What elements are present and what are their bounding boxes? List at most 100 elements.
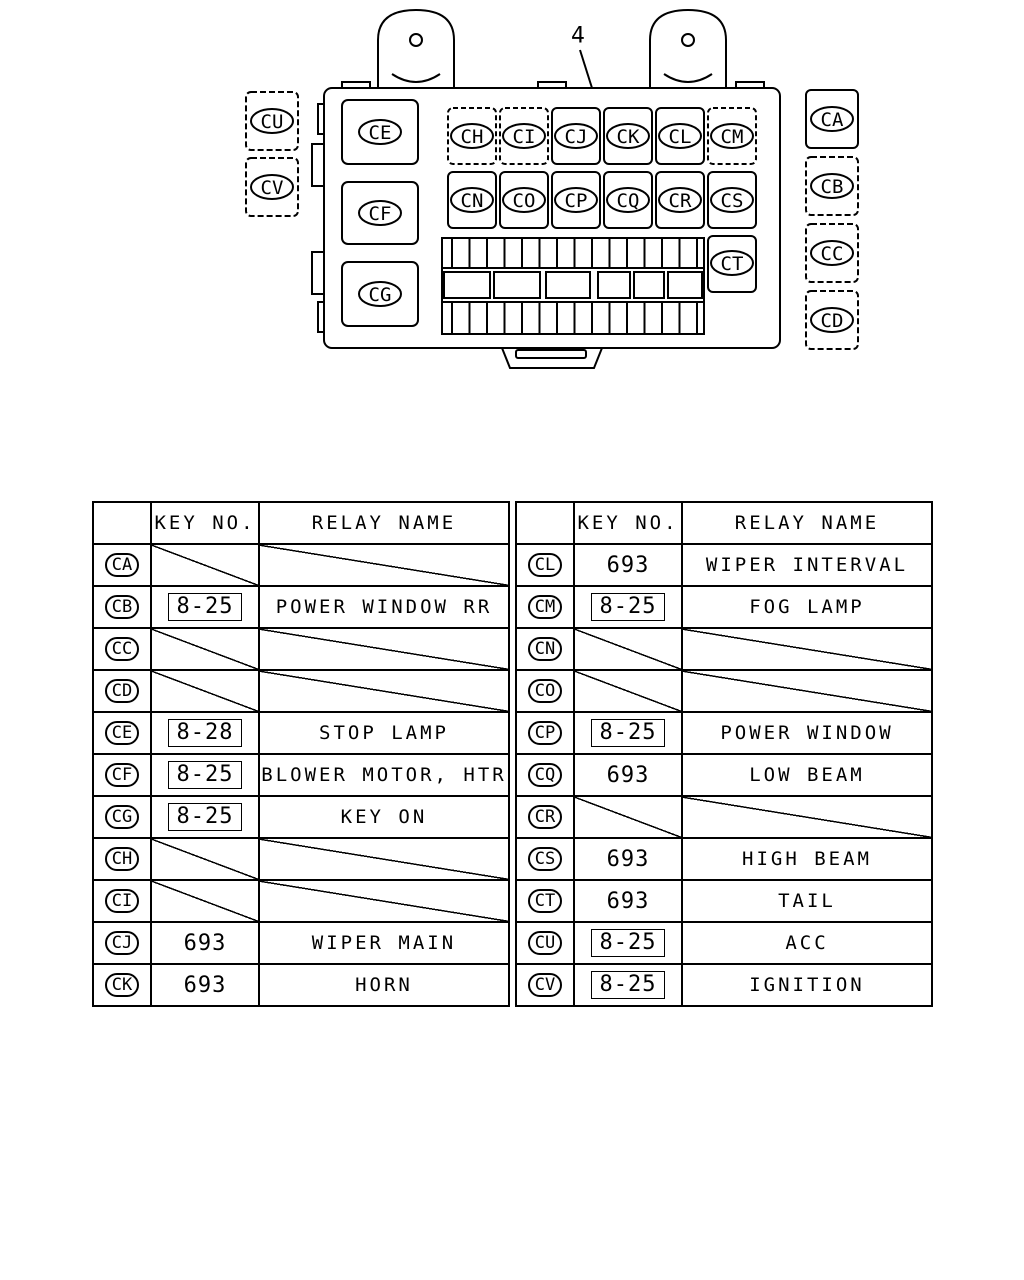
key-no: 8-25 (167, 803, 243, 831)
relay-code: CN (527, 637, 563, 661)
table-row: CR (515, 795, 933, 839)
relay-code-cp: CP (554, 187, 598, 213)
key-no: 8-25 (590, 971, 666, 999)
relay-code: CR (527, 805, 563, 829)
relay-code-cell: CP (515, 711, 575, 755)
key-no: 693 (606, 888, 650, 914)
relay-code: CS (527, 847, 563, 871)
table-row: CD (92, 669, 510, 713)
relay-name: BLOWER MOTOR, HTR (261, 764, 507, 786)
svg-text:CL: CL (669, 126, 692, 148)
relay-code-cq: CQ (606, 187, 650, 213)
relay-code-cell: CM (515, 585, 575, 629)
relay-code-cell: CT (515, 879, 575, 923)
relay-name: IGNITION (749, 974, 865, 996)
svg-text:CI: CI (513, 126, 536, 148)
key-no-cell (150, 879, 260, 923)
relay-code: CL (527, 553, 563, 577)
relay-name-cell: HIGH BEAM (681, 837, 933, 881)
relay-code-cell: CI (92, 879, 152, 923)
key-no-cell: 693 (150, 921, 260, 965)
relay-code-cj: CJ (554, 123, 598, 149)
svg-text:CK: CK (617, 126, 640, 148)
relay-name-cell (258, 879, 510, 923)
svg-text:CA: CA (821, 109, 844, 131)
relay-name-cell: FOG LAMP (681, 585, 933, 629)
svg-text:CP: CP (565, 190, 588, 212)
key-no: 693 (606, 846, 650, 872)
table-row: CN (515, 627, 933, 671)
key-no-cell (573, 627, 683, 671)
key-no-cell: 8-25 (150, 753, 260, 797)
relay-name-cell (681, 795, 933, 839)
key-no: 693 (606, 552, 650, 578)
relay-code: CE (104, 721, 140, 745)
relay-code: CM (527, 595, 563, 619)
table-row: CI (92, 879, 510, 923)
table-row: CE 8-28 STOP LAMP (92, 711, 510, 755)
table-row: CH (92, 837, 510, 881)
relay-code-cell: CS (515, 837, 575, 881)
relay-code-cs: CS (710, 187, 754, 213)
header-relay-name: RELAY NAME (681, 501, 933, 545)
relay-code-ck: CK (606, 123, 650, 149)
relay-code-cell: CD (92, 669, 152, 713)
table-header: KEY NO. RELAY NAME (515, 501, 933, 545)
svg-text:CR: CR (669, 190, 692, 212)
relay-name: FOG LAMP (749, 596, 865, 618)
relay-code-cell: CK (92, 963, 152, 1007)
key-no: 8-28 (167, 719, 243, 747)
svg-text:CJ: CJ (565, 126, 588, 148)
key-no-cell: 693 (573, 753, 683, 797)
relay-code: CQ (527, 763, 563, 787)
relay-code-cell: CV (515, 963, 575, 1007)
relay-code: CF (104, 763, 140, 787)
relay-code-co: CO (502, 187, 546, 213)
relay-code-cell: CJ (92, 921, 152, 965)
table-row: CA (92, 543, 510, 587)
relay-name-cell: WIPER INTERVAL (681, 543, 933, 587)
relay-name-cell (258, 627, 510, 671)
key-no-cell: 693 (573, 543, 683, 587)
relay-code: CJ (104, 931, 140, 955)
relay-name: POWER WINDOW RR (275, 596, 493, 618)
relay-code: CO (527, 679, 563, 703)
key-no: 693 (606, 762, 650, 788)
table-row: CP 8-25 POWER WINDOW (515, 711, 933, 755)
relay-code-cf: CF (358, 200, 402, 226)
key-no-cell: 693 (573, 879, 683, 923)
key-no: 8-25 (590, 719, 666, 747)
relay-name-cell (681, 627, 933, 671)
key-no: 8-25 (167, 593, 243, 621)
relay-code-cell: CO (515, 669, 575, 713)
relay-name-cell: STOP LAMP (258, 711, 510, 755)
header-key-no: KEY NO. (150, 501, 260, 545)
relay-code-ci: CI (502, 123, 546, 149)
relay-code-ct: CT (710, 250, 754, 276)
relay-name-cell: TAIL (681, 879, 933, 923)
relay-code-cell: CA (92, 543, 152, 587)
relay-name: ACC (785, 932, 829, 954)
relay-code: CD (104, 679, 140, 703)
relay-code: CK (104, 973, 140, 997)
relay-code: CA (104, 553, 140, 577)
svg-text:CB: CB (821, 176, 844, 198)
relay-code: CP (527, 721, 563, 745)
table-row: CS 693 HIGH BEAM (515, 837, 933, 881)
relay-name: TAIL (778, 890, 836, 912)
table-row: CC (92, 627, 510, 671)
header-blank (92, 501, 152, 545)
relay-code-ca: CA (810, 106, 854, 132)
relay-name-cell: POWER WINDOW (681, 711, 933, 755)
relay-code-cell: CL (515, 543, 575, 587)
table-row: CT 693 TAIL (515, 879, 933, 923)
relay-name: WIPER INTERVAL (705, 554, 909, 576)
relay-code: CG (104, 805, 140, 829)
relay-code-cell: CC (92, 627, 152, 671)
key-no-cell: 8-25 (573, 921, 683, 965)
